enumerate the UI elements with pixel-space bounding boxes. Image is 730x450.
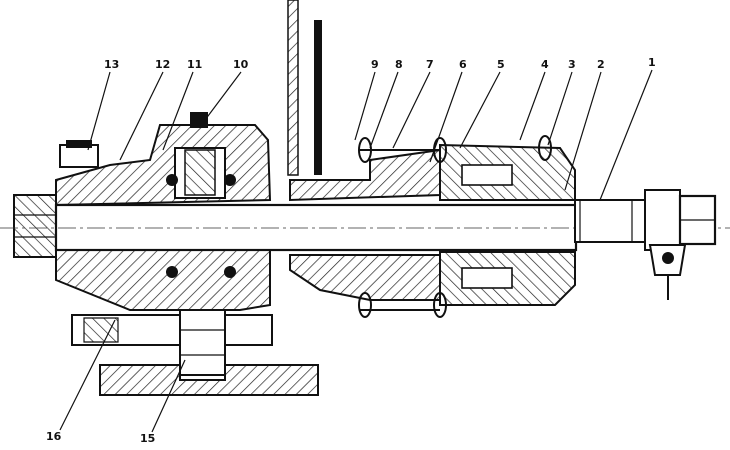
left-hex-nut [13,194,57,258]
callout-6: 6 [459,58,467,71]
gear-bearing-block [166,112,236,278]
callout-5: 5 [497,58,505,71]
callout-11: 11 [187,58,202,71]
tie-rods [358,135,552,318]
callout-8: 8 [395,58,403,71]
lower-shaft [71,309,273,376]
vertical-plate [287,0,322,176]
right-housing [289,143,576,306]
callout-10: 10 [233,58,249,71]
right-shaft-end [574,189,717,300]
callout-13: 13 [104,58,119,71]
callout-2: 2 [597,58,605,71]
callout-7: 7 [426,58,434,71]
callout-1: 1 [648,56,656,69]
callout-4: 4 [541,58,549,71]
callout-3: 3 [568,58,576,71]
callout-12: 12 [155,58,170,71]
callout-9: 9 [371,58,379,71]
callout-15: 15 [140,432,155,445]
main-shaft [0,203,730,252]
callout-16: 16 [46,430,62,443]
leader-lines [59,69,653,433]
callout-labels: 13 12 11 10 9 8 7 6 5 4 3 2 1 16 15 [46,56,656,445]
